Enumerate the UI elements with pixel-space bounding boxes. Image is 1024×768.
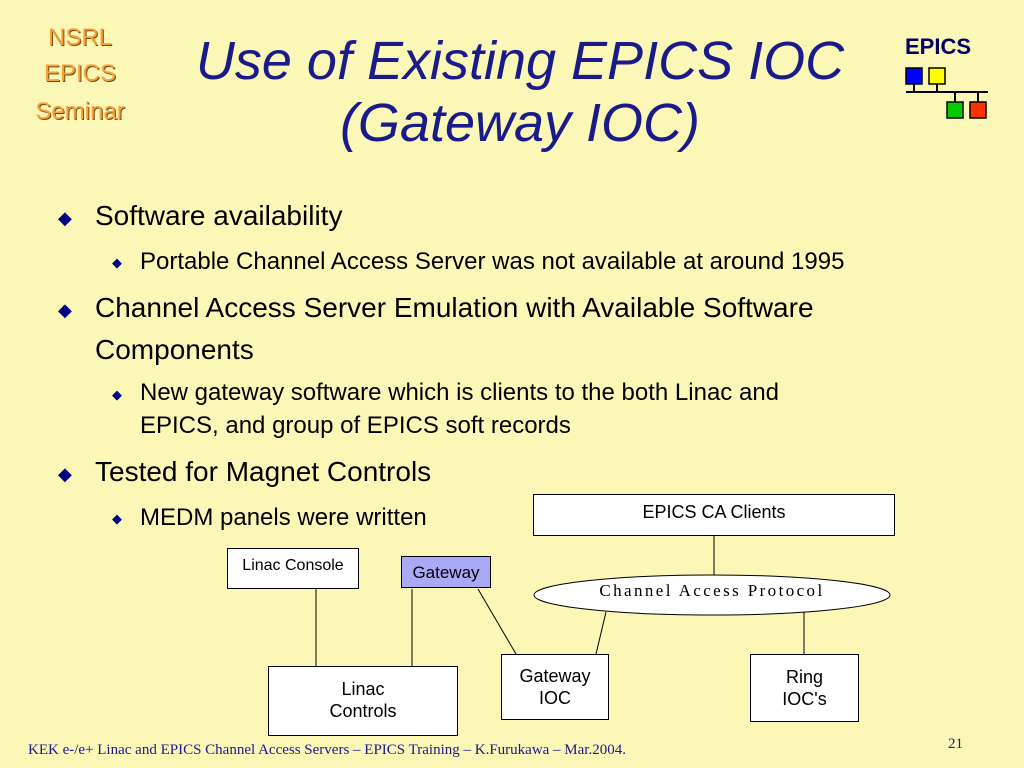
epics-brand-label: EPICS xyxy=(905,34,972,59)
ring-iocs-line1: Ring xyxy=(785,667,824,687)
slide-title: Use of Existing EPICS IOC (Gateway IOC) xyxy=(140,30,900,154)
gateway-ioc-box: Gateway IOC xyxy=(501,654,609,720)
diamond-bullet-icon: ◆ xyxy=(112,511,122,526)
page-number: 21 xyxy=(948,736,963,752)
subbullet-new-gateway-line1: New gateway software which is clients to… xyxy=(140,379,780,406)
title-line-1: Use of Existing EPICS IOC xyxy=(195,31,845,91)
epics-ca-clients-box: EPICS CA Clients xyxy=(533,494,895,536)
bullet-magnet-controls: Tested for Magnet Controls xyxy=(95,456,432,487)
diamond-bullet-icon: ◆ xyxy=(112,387,122,402)
diamond-bullet-icon: ◆ xyxy=(58,300,72,320)
bullet-cas-emulation-line2: Components xyxy=(95,334,254,365)
logo-line-seminar: Seminar xyxy=(35,98,125,125)
bullet-cas-emulation-line1: Channel Access Server Emulation with Ava… xyxy=(95,292,814,323)
epics-network-icon xyxy=(905,67,988,119)
logo-line-nsrl: NSRL xyxy=(47,24,113,51)
subbullet-new-gateway-line2: EPICS, and group of EPICS soft records xyxy=(140,412,571,439)
diamond-bullet-icon: ◆ xyxy=(58,464,72,484)
linac-controls-line1: Linac xyxy=(341,679,385,699)
ring-iocs-box: Ring IOC's xyxy=(750,654,859,722)
linac-console-box: Linac Console xyxy=(227,548,359,589)
gateway-box: Gateway xyxy=(401,556,491,588)
logo-line-epics: EPICS xyxy=(43,60,117,87)
subbullet-medm-panels: MEDM panels were written xyxy=(140,504,427,531)
gateway-ioc-line2: IOC xyxy=(538,688,571,708)
gateway-ioc-line1: Gateway xyxy=(519,666,591,686)
diamond-bullet-icon: ◆ xyxy=(58,208,72,228)
title-line-2: (Gateway IOC) xyxy=(339,93,701,153)
channel-access-protocol-ellipse xyxy=(533,574,891,616)
channel-access-protocol-label: Channel Access Protocol xyxy=(599,581,825,600)
linac-controls-line2: Controls xyxy=(329,701,397,721)
footer-text: KEK e-/e+ Linac and EPICS Channel Access… xyxy=(28,742,626,758)
ring-iocs-line2: IOC's xyxy=(782,689,827,709)
linac-controls-box: Linac Controls xyxy=(268,666,458,736)
subbullet-portable-cas: Portable Channel Access Server was not a… xyxy=(140,248,845,275)
bullet-software-availability: Software availability xyxy=(95,200,343,231)
diamond-bullet-icon: ◆ xyxy=(112,255,122,270)
